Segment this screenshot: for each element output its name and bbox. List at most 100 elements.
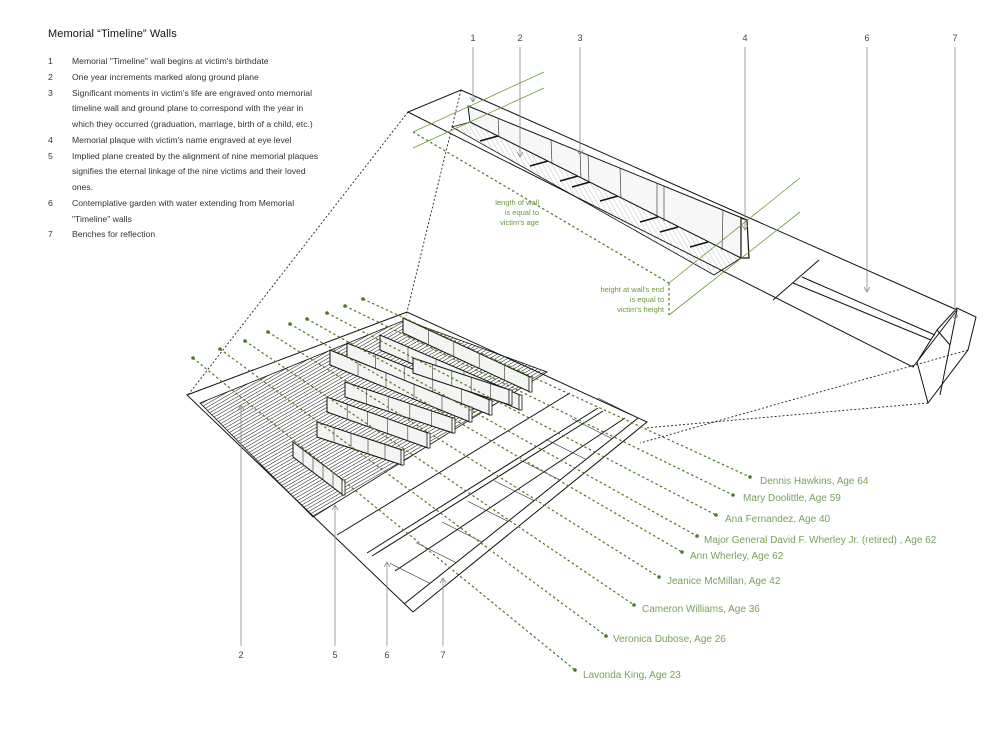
end-benches — [916, 307, 977, 405]
slab-outline — [406, 89, 958, 368]
legend-text: Memorial plaque with victim's name engra… — [72, 134, 292, 145]
length-note-line: length of wall — [495, 198, 539, 207]
length-note-line: is equal to — [505, 208, 539, 217]
legend-text: "Timeline" walls — [72, 213, 132, 224]
legend-number: 6 — [48, 197, 53, 208]
legend-number — [48, 212, 72, 228]
legend-text: Implied plane created by the alignment o… — [72, 150, 319, 161]
memorial-plaque — [451, 417, 456, 434]
callout-number: 5 — [332, 650, 337, 660]
legend-text: Benches for reflection — [72, 229, 156, 240]
victim-leader-line — [306, 318, 698, 537]
arrow-down-icon — [951, 314, 959, 321]
legend-text: which they occurred (graduation, marriag… — [72, 119, 313, 129]
leader-dot — [218, 347, 222, 351]
leader-dot — [632, 603, 636, 607]
arrow-up-icon — [331, 504, 339, 511]
legend-number: 3 — [48, 87, 53, 98]
legend-number — [48, 101, 72, 117]
legend-item: which they occurred (graduation, marriag… — [48, 117, 348, 133]
legend-item: 4 Memorial plaque with victim's name engr… — [48, 133, 348, 149]
length-note-line: victim's age — [500, 218, 539, 227]
bench-divider — [467, 501, 509, 522]
leader-dot — [657, 575, 661, 579]
legend-item: timeline wall and ground plane to corres… — [48, 101, 348, 117]
victim-label: Jeanice McMillan, Age 42 — [667, 576, 781, 587]
victim-leader-line — [267, 331, 660, 578]
legend-text: Significant moments in victim's life are… — [72, 87, 312, 98]
legend-item: 2 One year increments marked along ground… — [48, 70, 348, 86]
victim-label: Veronica Dubose, Age 26 — [613, 634, 726, 645]
legend-item: 6 Contemplative garden with water extendi… — [48, 196, 348, 212]
arrow-up-icon — [439, 577, 447, 584]
legend-text: Contemplative garden with water extendin… — [72, 197, 295, 208]
year-marks — [479, 135, 709, 248]
leader-dot — [325, 311, 329, 315]
callout-number: 2 — [517, 33, 522, 43]
leader-dot — [573, 668, 577, 672]
memorial-plaque — [528, 376, 533, 393]
projection-lines — [187, 89, 969, 444]
legend-number: 2 — [48, 71, 53, 82]
victim-label: Ana Fernandez, Age 40 — [725, 514, 831, 525]
victim-leader-line — [326, 312, 717, 516]
leader-dot — [680, 550, 684, 554]
legend-title: Memorial “Timeline” Walls — [48, 28, 177, 40]
victim-label: Cameron Williams, Age 36 — [642, 604, 760, 615]
legend-number — [48, 117, 72, 133]
height-note-line: height at wall's end — [600, 285, 664, 294]
victim-leader-line — [219, 348, 607, 637]
leader-dot — [288, 322, 292, 326]
arrow-down-icon — [516, 151, 524, 158]
victim-leader-lines — [191, 297, 752, 672]
leader-dot — [361, 297, 365, 301]
bench-divider — [597, 397, 639, 419]
legend-item: signifies the eternal linkage of the nin… — [48, 164, 348, 180]
bench-divider — [493, 480, 535, 501]
arrow-up-icon — [383, 561, 391, 568]
legend-number — [48, 164, 72, 180]
bench-divider — [519, 459, 561, 481]
victim-leader-line — [192, 357, 576, 671]
victim-label: Lavonda King, Age 23 — [583, 670, 681, 681]
garden-channel — [772, 259, 936, 341]
legend-number: 4 — [48, 134, 53, 145]
victim-leader-line — [289, 323, 683, 553]
legend-item: "Timeline" walls — [48, 212, 348, 228]
legend-text: signifies the eternal linkage of the nin… — [72, 166, 306, 177]
leader-dot — [191, 356, 195, 360]
victim-leader-line — [244, 340, 635, 606]
callout-number: 1 — [470, 33, 475, 43]
memorial-plaque — [508, 389, 513, 406]
memorial-timeline-wall — [467, 105, 748, 259]
memorial-plaque — [341, 479, 346, 496]
leader-dot — [714, 513, 718, 517]
victim-label: Mary Doolittle, Age 59 — [743, 493, 841, 504]
leader-dot — [305, 317, 309, 321]
leader-dot — [243, 339, 247, 343]
memorial-plaque — [400, 449, 405, 466]
height-note-line: is equal to — [630, 295, 664, 304]
bench-divider — [441, 521, 483, 543]
arrow-down-icon — [863, 286, 871, 293]
legend-text: One year increments marked along ground … — [72, 71, 259, 82]
bench-divider — [545, 439, 587, 460]
legend-text: timeline wall and ground plane to corres… — [72, 103, 304, 114]
victim-leader-line — [362, 298, 751, 478]
wall-panels — [497, 117, 724, 251]
memorial-plaque — [518, 394, 523, 411]
arrow-down-icon — [576, 149, 584, 156]
bench-divider — [571, 418, 613, 439]
victim-leader-line — [344, 305, 734, 496]
height-note-line: victim's height — [617, 305, 665, 314]
leader-dot — [604, 634, 608, 638]
legend-item: ones. — [48, 180, 348, 196]
legend-number: 1 — [48, 56, 53, 66]
